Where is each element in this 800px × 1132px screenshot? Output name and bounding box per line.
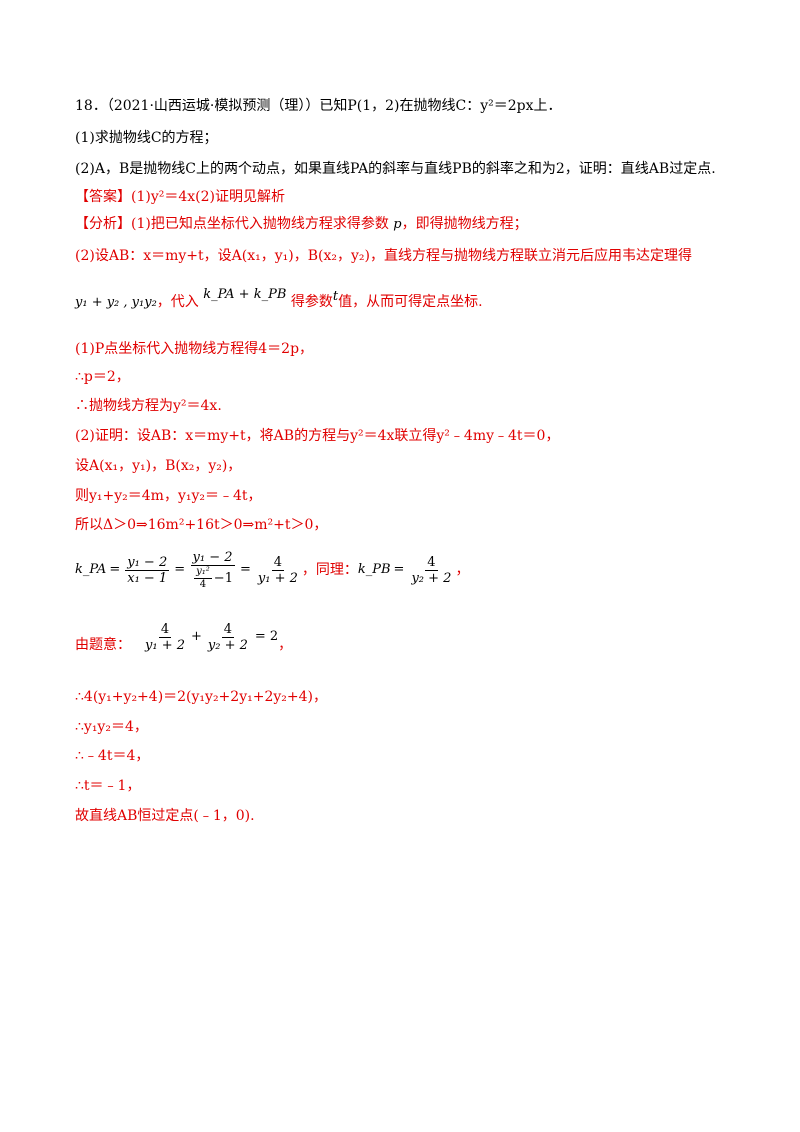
solution-step14: 故直线AB恒过定点(﹣1，0). (75, 808, 255, 824)
solution-step4: (2)证明：设AB：x＝my+t，将AB的方程与y²＝4x联立得y²﹣4my﹣4… (75, 428, 560, 444)
answer-tag: 【答案】 (75, 189, 131, 205)
solution-step6: 则y₁+y₂＝4m，y₁y₂＝﹣4t， (75, 488, 262, 504)
solution-step11: ∴y₁y₂＝4， (75, 719, 148, 735)
param-t: t (332, 289, 339, 304)
analysis-line3: y₁ + y₂ , y₁y₂，代入 k_PA + k_PB 得参数t值，从而可得… (75, 287, 483, 310)
question-line: 18．（2021·山西运城·模拟预测（理））已知P(1，2)在抛物线C：y²＝2… (75, 96, 562, 116)
question-part2: (2)A，B是抛物线C上的两个动点，如果直线PA的斜率与直线PB的斜率之和为2，… (75, 161, 716, 177)
fraction-4: 4 y₂ + 2 (411, 554, 452, 586)
question-stem: 已知P(1，2)在抛物线C：y²＝2px上． (319, 98, 562, 114)
solution-step1: (1)P点坐标代入抛物线方程得4＝2p， (75, 341, 314, 357)
fraction-5: 4 y₁ + 2 (145, 621, 185, 653)
solution-step5: 设A(x₁，y₁)，B(x₂，y₂)， (75, 458, 242, 474)
analysis-line1: 【分析】(1)把已知点坐标代入抛物线方程求得参数 p，即得抛物线方程； (75, 216, 528, 232)
solution-step13: ∴t＝﹣1， (75, 778, 141, 794)
solution-step12: ∴﹣4t＝4， (75, 748, 150, 764)
solution-step2: ∴p＝2， (75, 369, 130, 385)
condition-row: 由题意： 4 y₁ + 2 + 4 y₂ + 2 = 2 ， (75, 621, 293, 654)
slope-formula-row: k_PA = y₁ − 2 x₁ − 1 = y₁ − 2 y₁² 4 −1 =… (75, 549, 470, 590)
kpb-label: k_PB (357, 562, 391, 577)
analysis-line2: (2)设AB：x＝my+t，设A(x₁，y₁)，B(x₂，y₂)，直线方程与抛物… (75, 248, 692, 264)
fraction-1: y₁ − 2 x₁ − 1 (125, 554, 170, 586)
analysis-tag: 【分析】 (75, 216, 131, 232)
question-number: 18． (75, 98, 107, 114)
kpa-label: k_PA (75, 562, 107, 577)
solution-step3: ∴抛物线方程为y²＝4x. (75, 398, 222, 414)
fraction-2: y₁ − 2 y₁² 4 −1 (190, 549, 235, 590)
solution-step7: 所以Δ＞0⇒16m²+16t＞0⇒m²+t＞0， (75, 517, 328, 533)
solution-step10: ∴4(y₁+y₂+4)＝2(y₁y₂+2y₁+2y₂+4)， (75, 689, 327, 705)
fraction-6: 4 y₂ + 2 (207, 621, 248, 653)
question-part1: (1)求抛物线C的方程； (75, 130, 218, 146)
vieta-expr: y₁ + y₂ , y₁y₂ (75, 295, 157, 310)
param-p: p (393, 217, 402, 232)
fraction-3: 4 y₁ + 2 (257, 554, 298, 586)
question-source: （2021·山西运城·模拟预测（理）） (106, 98, 320, 114)
slope-sum-expr: k_PA + k_PB (203, 287, 287, 302)
answer-text: (1)y²＝4x(2)证明见解析 (131, 189, 285, 205)
answer-line: 【答案】(1)y²＝4x(2)证明见解析 (75, 187, 285, 207)
